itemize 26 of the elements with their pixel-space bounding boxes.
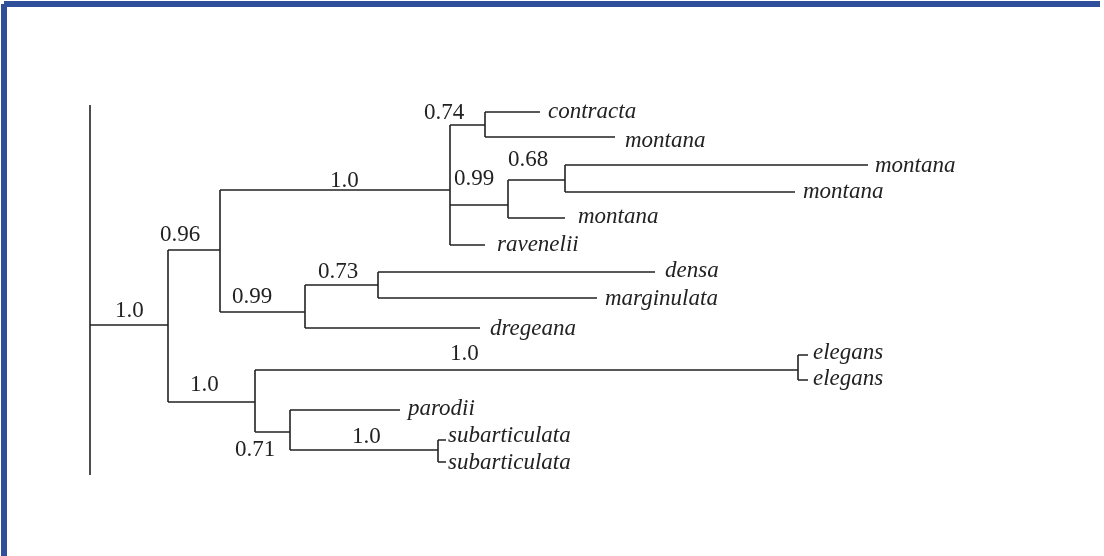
taxon-name: ravenelii — [497, 232, 579, 256]
taxon-name: elegans — [813, 340, 884, 364]
taxon-name: montana — [803, 179, 884, 203]
taxon-name: densa — [665, 258, 719, 282]
support-value: 0.73 — [318, 259, 359, 283]
taxon-name: dregeana — [490, 316, 576, 340]
support-value: 0.68 — [508, 147, 549, 171]
support-value: 1.0 — [450, 341, 479, 365]
taxon-name: marginulata — [605, 286, 718, 310]
taxon-name: subarticulata — [448, 450, 571, 474]
support-value: 0.99 — [454, 166, 495, 190]
support-value: 0.74 — [424, 100, 465, 124]
support-value: 1.0 — [190, 372, 219, 396]
taxon-name: elegans — [813, 366, 884, 390]
taxon-name: parodii — [408, 396, 475, 420]
support-value: 0.71 — [235, 437, 276, 461]
taxon-name: montana — [875, 153, 956, 177]
taxon-name: contracta — [548, 99, 637, 123]
taxon-name: montana — [578, 204, 659, 228]
support-value: 1.0 — [330, 168, 359, 192]
support-value: 1.0 — [115, 298, 144, 322]
taxon-name: montana — [625, 128, 706, 152]
taxon-name: subarticulata — [448, 423, 571, 447]
support-value: 1.0 — [352, 424, 381, 448]
support-value: 0.96 — [160, 222, 201, 246]
support-value: 0.99 — [232, 284, 273, 308]
